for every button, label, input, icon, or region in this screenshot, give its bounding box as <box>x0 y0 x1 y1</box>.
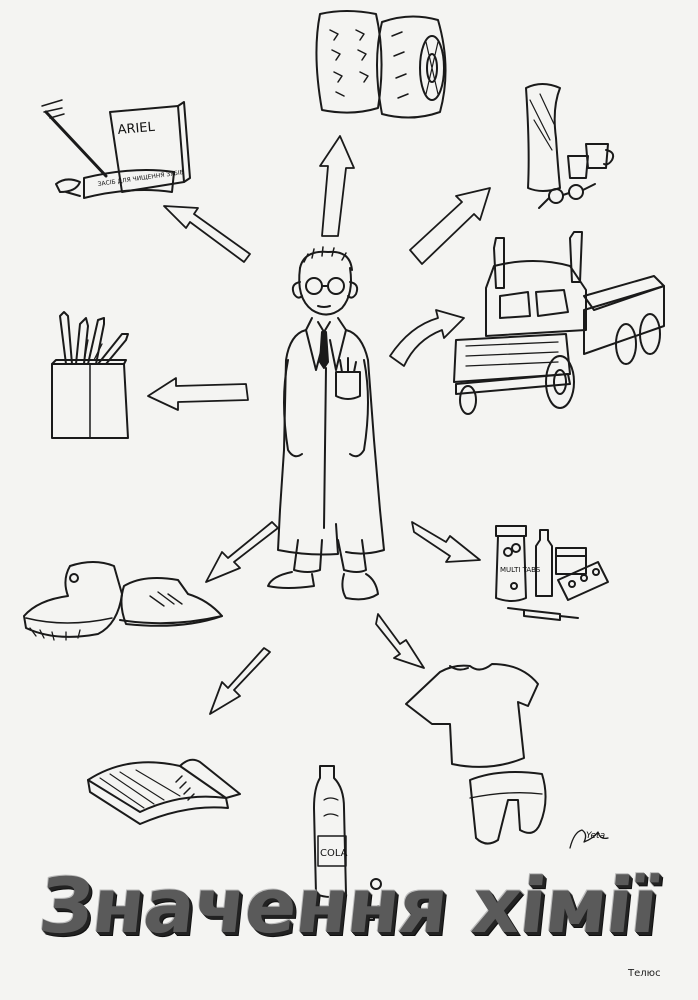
bottle-icon: COLA <box>313 765 387 921</box>
clothes-icon: Yeta <box>405 663 609 849</box>
arrows <box>147 135 491 715</box>
credit-text: Tелюс <box>628 968 661 979</box>
detergent-box-label: ARIEL <box>117 120 156 138</box>
tires-icon <box>315 10 447 119</box>
arrow-tires <box>319 135 355 237</box>
arrow-detergent <box>163 205 251 263</box>
page-title: Значення хімії <box>34 861 662 950</box>
arrow-clothes <box>375 613 425 669</box>
detergent-toothpaste-icon: ARIEL ЗАСІБ ДЛЯ ЧИЩЕННЯ ЗУБІВ <box>41 99 191 199</box>
arrow-medicine <box>411 521 481 563</box>
pencil-cup-icon <box>51 311 129 439</box>
pill-bottle-label: MULTI TABS <box>500 566 541 574</box>
arrow-pencils <box>147 377 249 411</box>
arrow-book <box>209 647 271 715</box>
arrow-truck <box>389 309 465 367</box>
book-icon <box>87 758 241 825</box>
shoes-icon <box>23 561 223 641</box>
artist-signature: Yeta <box>586 831 605 841</box>
medicine-icon: MULTI TABS <box>495 525 609 621</box>
arrow-glass <box>409 187 491 265</box>
glassware-icon <box>525 83 615 209</box>
bottle-label: COLA <box>320 848 348 859</box>
arrow-shoes <box>205 521 279 583</box>
truck-icon <box>453 231 665 415</box>
chemist-figure <box>267 246 385 601</box>
